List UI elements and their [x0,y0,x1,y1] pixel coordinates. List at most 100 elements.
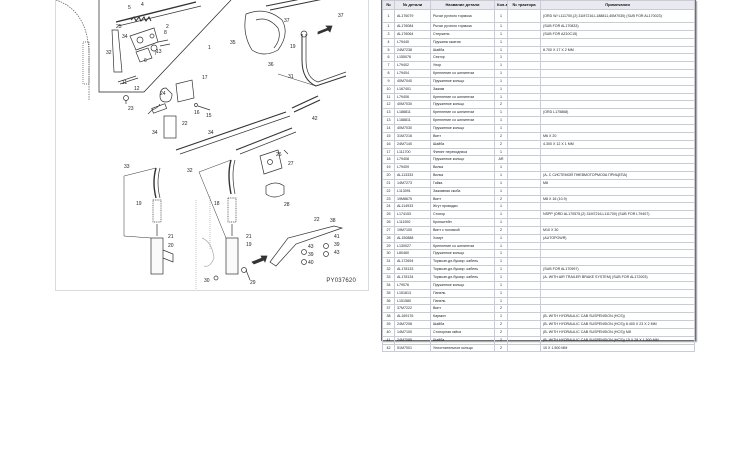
cell-part-number[interactable]: 40M7040 [394,76,431,86]
cell-part-number[interactable]: 24M7238 [394,45,431,55]
cell-part-number[interactable]: AL176084 [394,22,431,31]
cell-part-number[interactable]: AL114933 [394,202,431,212]
cell-remarks: (B- WITH HYDRAULIC CAB SUSPENSION (HCS))… [540,335,695,345]
cell-part-number[interactable]: L113091 [394,186,431,196]
cell-part-number[interactable]: L79076 [394,280,431,290]
cell-part-number[interactable]: AL176064 [394,29,431,39]
cell-tractor-number [507,61,541,71]
cell-part-number[interactable]: L79409 [394,163,431,173]
cell-part-number[interactable]: AL150888 [394,233,431,243]
cell-part-number[interactable]: L130027 [394,241,431,251]
cell-part-number[interactable]: L79402 [394,61,431,71]
cell-part-number[interactable]: L79408 [394,155,431,165]
cell-part-number[interactable]: L79406 [394,92,431,102]
cell-part-number[interactable]: AL178134 [394,273,431,282]
cell-part-number[interactable]: 19M7100 [394,225,431,235]
cell-part-number[interactable]: AL176079 [394,9,431,23]
cell-part-number[interactable]: 24M7208 [394,320,431,329]
cell-part-number[interactable]: L151813 [394,288,431,298]
cell-part-number[interactable]: 19M8675 [394,194,431,204]
cell-part-number[interactable]: L111700 [394,147,431,157]
cell-part-name: Стопорная гайка [430,327,495,337]
cell-part-number[interactable]: 37M7222 [394,304,431,314]
cell-part-number[interactable]: 31M7216 [394,131,431,141]
cell-quantity: 2 [494,343,508,353]
cell-part-number[interactable]: L80460 [394,249,431,259]
cell-part-number[interactable]: L79404 [394,69,431,78]
cell-part-number[interactable]: AL172694 [394,257,431,267]
cell-part-number[interactable]: L151580 [394,296,431,306]
cell-part-number[interactable]: L174153 [394,210,431,220]
cell-tractor-number [507,29,541,39]
cell-part-number[interactable]: L111592 [394,218,431,227]
cell-part-name: Винт [430,304,495,314]
cell-part-number[interactable]: L188811 [394,116,431,125]
cell-part-name: Крепление со шплинтом [430,92,495,102]
cell-part-number[interactable]: 40M7030 [394,100,431,110]
cell-part-number[interactable]: L167401 [394,84,431,94]
cell-part-number[interactable]: 14M7100 [394,327,431,337]
cell-part-number[interactable]: L79440 [394,37,431,47]
cell-part-number[interactable]: 40M7030 [394,123,431,133]
cell-part-number[interactable]: 14M7273 [394,178,431,188]
cell-tractor-number [507,131,541,141]
cell-part-number[interactable]: 24M7085 [394,335,431,345]
cell-part-name: Стержень [430,29,495,39]
cell-part-number[interactable]: AL169176 [394,312,431,322]
cell-remarks: (ORD L175868) [540,108,695,118]
cell-remarks: M8 X 16 (10.9) [540,194,695,204]
cell-part-number[interactable]: AL178133 [394,265,431,274]
cell-part-number[interactable]: 24M7140 [394,139,431,149]
cell-part-number[interactable]: AL113333 [394,171,431,180]
cell-part-number[interactable]: L155076 [394,53,431,63]
cell-tractor-number [507,171,541,180]
cell-part-number[interactable]: 51M7001 [394,343,431,353]
cell-tractor-number [507,37,541,47]
cell-part-number[interactable]: L188811 [394,108,431,118]
